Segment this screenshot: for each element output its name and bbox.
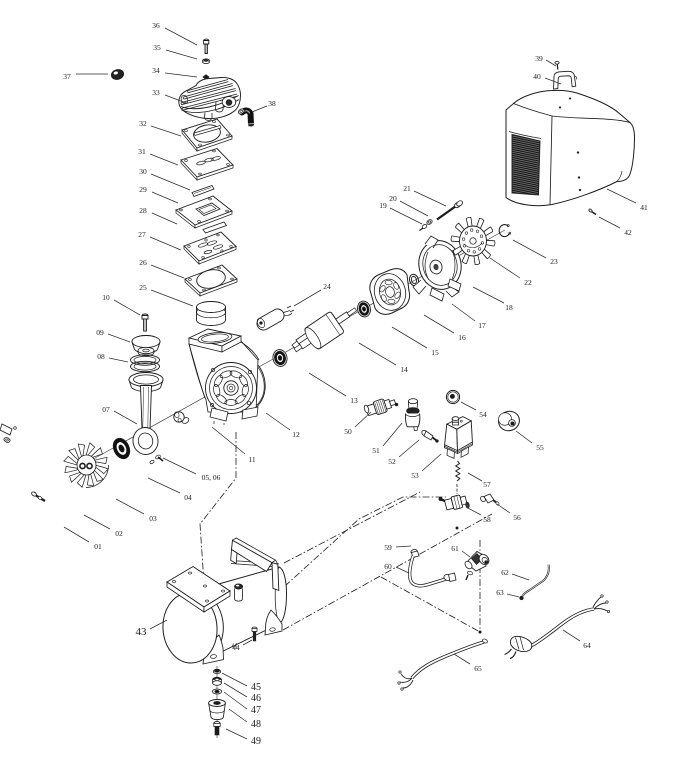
svg-text:40: 40 [533, 72, 541, 81]
svg-text:26: 26 [139, 258, 147, 267]
svg-text:31: 31 [138, 147, 146, 156]
svg-text:49: 49 [251, 736, 261, 747]
svg-text:27: 27 [138, 230, 146, 239]
svg-text:59: 59 [384, 543, 392, 552]
svg-text:36: 36 [152, 21, 160, 30]
svg-text:52: 52 [388, 457, 396, 466]
svg-text:18: 18 [505, 303, 513, 312]
svg-text:60: 60 [384, 562, 392, 571]
svg-text:54: 54 [479, 410, 487, 419]
svg-text:53: 53 [411, 471, 419, 480]
svg-text:24: 24 [323, 282, 331, 291]
svg-text:16: 16 [458, 333, 466, 342]
svg-text:32: 32 [139, 119, 147, 128]
svg-text:08: 08 [97, 352, 105, 361]
svg-text:65: 65 [474, 664, 482, 673]
svg-text:15: 15 [431, 348, 439, 357]
svg-text:55: 55 [536, 443, 544, 452]
svg-text:09: 09 [96, 328, 104, 337]
svg-text:04: 04 [184, 493, 192, 502]
svg-text:62: 62 [501, 568, 509, 577]
svg-text:03: 03 [149, 514, 157, 523]
svg-text:30: 30 [139, 167, 147, 176]
svg-text:43: 43 [136, 626, 148, 638]
svg-text:57: 57 [483, 480, 491, 489]
svg-text:17: 17 [478, 321, 486, 330]
svg-text:19: 19 [379, 201, 387, 210]
svg-text:33: 33 [152, 88, 160, 97]
svg-text:44: 44 [232, 643, 240, 652]
svg-text:11: 11 [248, 455, 255, 464]
svg-text:63: 63 [496, 588, 504, 597]
svg-text:41: 41 [640, 203, 648, 212]
svg-text:23: 23 [550, 257, 558, 266]
svg-text:05, 06: 05, 06 [202, 473, 221, 482]
svg-text:02: 02 [115, 529, 123, 538]
svg-text:37: 37 [63, 72, 71, 81]
svg-text:58: 58 [483, 515, 491, 524]
svg-text:42: 42 [624, 228, 632, 237]
svg-text:64: 64 [583, 641, 591, 650]
svg-text:50: 50 [344, 427, 352, 436]
svg-text:51: 51 [372, 446, 380, 455]
svg-text:34: 34 [152, 66, 160, 75]
svg-text:21: 21 [403, 184, 411, 193]
svg-text:56: 56 [513, 513, 521, 522]
svg-text:47: 47 [251, 705, 261, 716]
svg-text:10: 10 [102, 293, 110, 302]
svg-text:38: 38 [268, 99, 276, 108]
svg-text:61: 61 [451, 544, 459, 553]
svg-text:25: 25 [139, 283, 147, 292]
svg-text:35: 35 [153, 43, 161, 52]
svg-text:07: 07 [102, 405, 110, 414]
svg-text:14: 14 [400, 365, 408, 374]
svg-text:22: 22 [524, 278, 532, 287]
svg-text:20: 20 [389, 194, 397, 203]
svg-text:39: 39 [535, 54, 543, 63]
svg-text:46: 46 [251, 693, 261, 704]
svg-text:45: 45 [251, 682, 261, 693]
svg-text:13: 13 [350, 396, 358, 405]
svg-text:28: 28 [139, 206, 147, 215]
svg-text:12: 12 [292, 430, 300, 439]
svg-text:01: 01 [94, 542, 102, 551]
svg-text:48: 48 [251, 719, 261, 730]
svg-text:29: 29 [139, 185, 147, 194]
